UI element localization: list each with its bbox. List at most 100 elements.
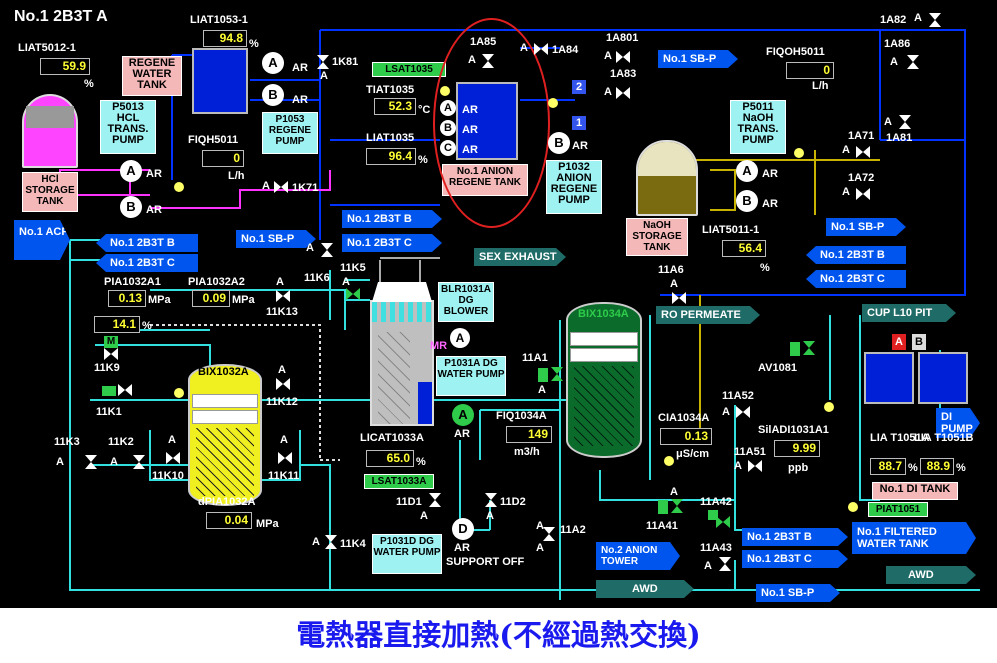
- valve-11k13[interactable]: [276, 290, 290, 302]
- di-tank-a-tab[interactable]: A: [892, 334, 906, 350]
- di-tank-b-tab[interactable]: B: [912, 334, 926, 350]
- valve-av1081[interactable]: [803, 341, 815, 355]
- valve-1k81[interactable]: [317, 55, 329, 69]
- from-2b3t-c-left[interactable]: No.1 2B3T C: [96, 254, 198, 272]
- to-2b3t-b-bottom[interactable]: No.1 2B3T B: [742, 528, 848, 546]
- valve-1a84[interactable]: [534, 43, 548, 55]
- pump-p1053-a[interactable]: A: [262, 52, 284, 74]
- pump-p5013-b-mode: AR: [146, 204, 162, 216]
- valve-1a86[interactable]: [907, 55, 919, 69]
- valve-11k13-mode: A: [276, 276, 284, 288]
- pump-p1032-b[interactable]: B: [548, 132, 570, 154]
- valve-1a72[interactable]: [856, 188, 870, 200]
- valve-11k5-label: 11K5: [340, 262, 366, 274]
- pump-p1053-b[interactable]: B: [262, 84, 284, 106]
- from-2b3t-b-right[interactable]: No.1 2B3T B: [806, 246, 906, 264]
- pump-p5011-a[interactable]: A: [736, 160, 758, 182]
- pump-p5013-b[interactable]: B: [120, 196, 142, 218]
- valve-11a52[interactable]: [736, 406, 750, 418]
- sex-exhaust[interactable]: SEX EXHAUST: [474, 248, 566, 266]
- to-2b3t-c-mid[interactable]: No.1 2B3T C: [342, 234, 442, 252]
- pump-p1031a[interactable]: A: [452, 404, 474, 426]
- pump-p5011-a-mode: AR: [762, 168, 778, 180]
- to-no2-anion-tower[interactable]: No.2 ANION TOWER: [596, 542, 680, 570]
- pump-p5013-a[interactable]: A: [120, 160, 142, 182]
- valve-11a41-mode: A: [670, 486, 678, 498]
- valve-11k3[interactable]: [85, 455, 97, 469]
- valve-11k11[interactable]: [278, 452, 292, 464]
- valve-1a85[interactable]: [482, 54, 494, 68]
- to-filtered-water-tank[interactable]: No.1 FILTERED WATER TANK: [852, 522, 976, 554]
- from-2b3t-b-left[interactable]: No.1 2B3T B: [96, 234, 198, 252]
- pipe-olive: [640, 150, 880, 441]
- pump-p5011-b-mode: AR: [762, 198, 778, 210]
- valve-11a42[interactable]: [716, 516, 730, 528]
- pipe-dashed: [150, 324, 340, 461]
- lia1051a-name: LIA T1051A: [870, 432, 930, 444]
- blower-mode: MR: [430, 340, 448, 352]
- pump-p1031d[interactable]: D: [452, 518, 474, 540]
- valve-1a71[interactable]: [856, 146, 870, 158]
- valve-11k10[interactable]: [166, 452, 180, 464]
- to-awd-left[interactable]: AWD: [596, 580, 694, 598]
- valve-11k5-mode: A: [342, 276, 350, 288]
- valve-11a2[interactable]: [543, 527, 555, 541]
- pia1032a1-name: PIA1032A1: [104, 276, 161, 288]
- valve-11k9[interactable]: [104, 348, 118, 360]
- fiqh5011-unit: L/h: [228, 170, 245, 182]
- valve-11a41-label: 11A41: [646, 520, 678, 532]
- di-tank-label: No.1 DI TANK: [872, 482, 958, 500]
- to-2b3t-b-mid[interactable]: No.1 2B3T B: [342, 210, 442, 228]
- valve-1a86-label: 1A86: [884, 38, 911, 50]
- valve-1a82-mode: A: [914, 12, 922, 24]
- to-awd-right[interactable]: AWD: [886, 566, 976, 584]
- from-2b3t-c-right[interactable]: No.1 2B3T C: [806, 270, 906, 288]
- valve-11k2-label: 11K2: [108, 436, 134, 448]
- valve-11a42-status: [708, 510, 718, 520]
- level-141-value: 14.1: [94, 316, 140, 333]
- valve-11a43[interactable]: [719, 557, 731, 571]
- from-acf[interactable]: No.1 ACF: [14, 220, 70, 260]
- valve-11k2[interactable]: [133, 455, 145, 469]
- level-141-unit: %: [142, 320, 152, 332]
- valve-1a82[interactable]: [929, 13, 941, 27]
- liat1053-name: LIAT1053-1: [190, 14, 248, 26]
- valve-11a6[interactable]: [672, 292, 686, 304]
- valve-1a86-mode: A: [890, 56, 898, 68]
- to-sb-p-bottom[interactable]: No.1 SB-P: [756, 584, 840, 602]
- valve-1a81[interactable]: [899, 115, 911, 129]
- valve-11k12[interactable]: [276, 378, 290, 390]
- valve-11d1[interactable]: [429, 493, 441, 507]
- from-ro-permeate[interactable]: RO PERMEATE: [656, 306, 760, 324]
- bix1034a-label: BIX1034A: [578, 308, 629, 320]
- pump-p5011-b[interactable]: B: [736, 190, 758, 212]
- valve-11d2[interactable]: [485, 493, 497, 507]
- valve-11k1[interactable]: [118, 384, 132, 396]
- valve-11k6[interactable]: [321, 243, 333, 257]
- to-cup-l10-pit[interactable]: CUP L10 PIT: [862, 304, 956, 322]
- valve-11k5[interactable]: [346, 288, 360, 300]
- to-2b3t-c-bottom[interactable]: No.1 2B3T C: [742, 550, 848, 568]
- pia1032a2-name: PIA1032A2: [188, 276, 245, 288]
- valve-11a41[interactable]: [671, 499, 683, 513]
- to-sb-p-right[interactable]: No.1 SB-P: [826, 218, 906, 236]
- blower-a[interactable]: A: [450, 328, 470, 348]
- regene-water-tank: [192, 48, 248, 114]
- tiat1035-unit: °C: [418, 104, 431, 116]
- valve-1k71[interactable]: [274, 181, 288, 193]
- valve-1a83[interactable]: [616, 87, 630, 99]
- to-sb-p-mid[interactable]: No.1 SB-P: [236, 230, 316, 248]
- to-sb-p-top[interactable]: No.1 SB-P: [658, 50, 738, 68]
- pump-p1053-b-mode: AR: [292, 94, 308, 106]
- liat1035-unit: %: [418, 154, 428, 166]
- valve-1a85-label: 1A85: [470, 36, 497, 48]
- bix1034a-vessel: [566, 302, 642, 458]
- scada-screen: No.1 2B3T A LIAT5012-1 59.9 % HCl STORAG…: [0, 0, 997, 608]
- valve-11a51[interactable]: [748, 460, 762, 472]
- to-di-pump[interactable]: DI PUMP: [936, 408, 980, 438]
- valve-11a1[interactable]: [551, 367, 563, 381]
- valve-11k4[interactable]: [325, 535, 337, 549]
- valve-11k6-label: 11K6: [304, 272, 330, 284]
- liat1035-name: LIAT1035: [366, 132, 415, 144]
- valve-1a801[interactable]: [616, 51, 630, 63]
